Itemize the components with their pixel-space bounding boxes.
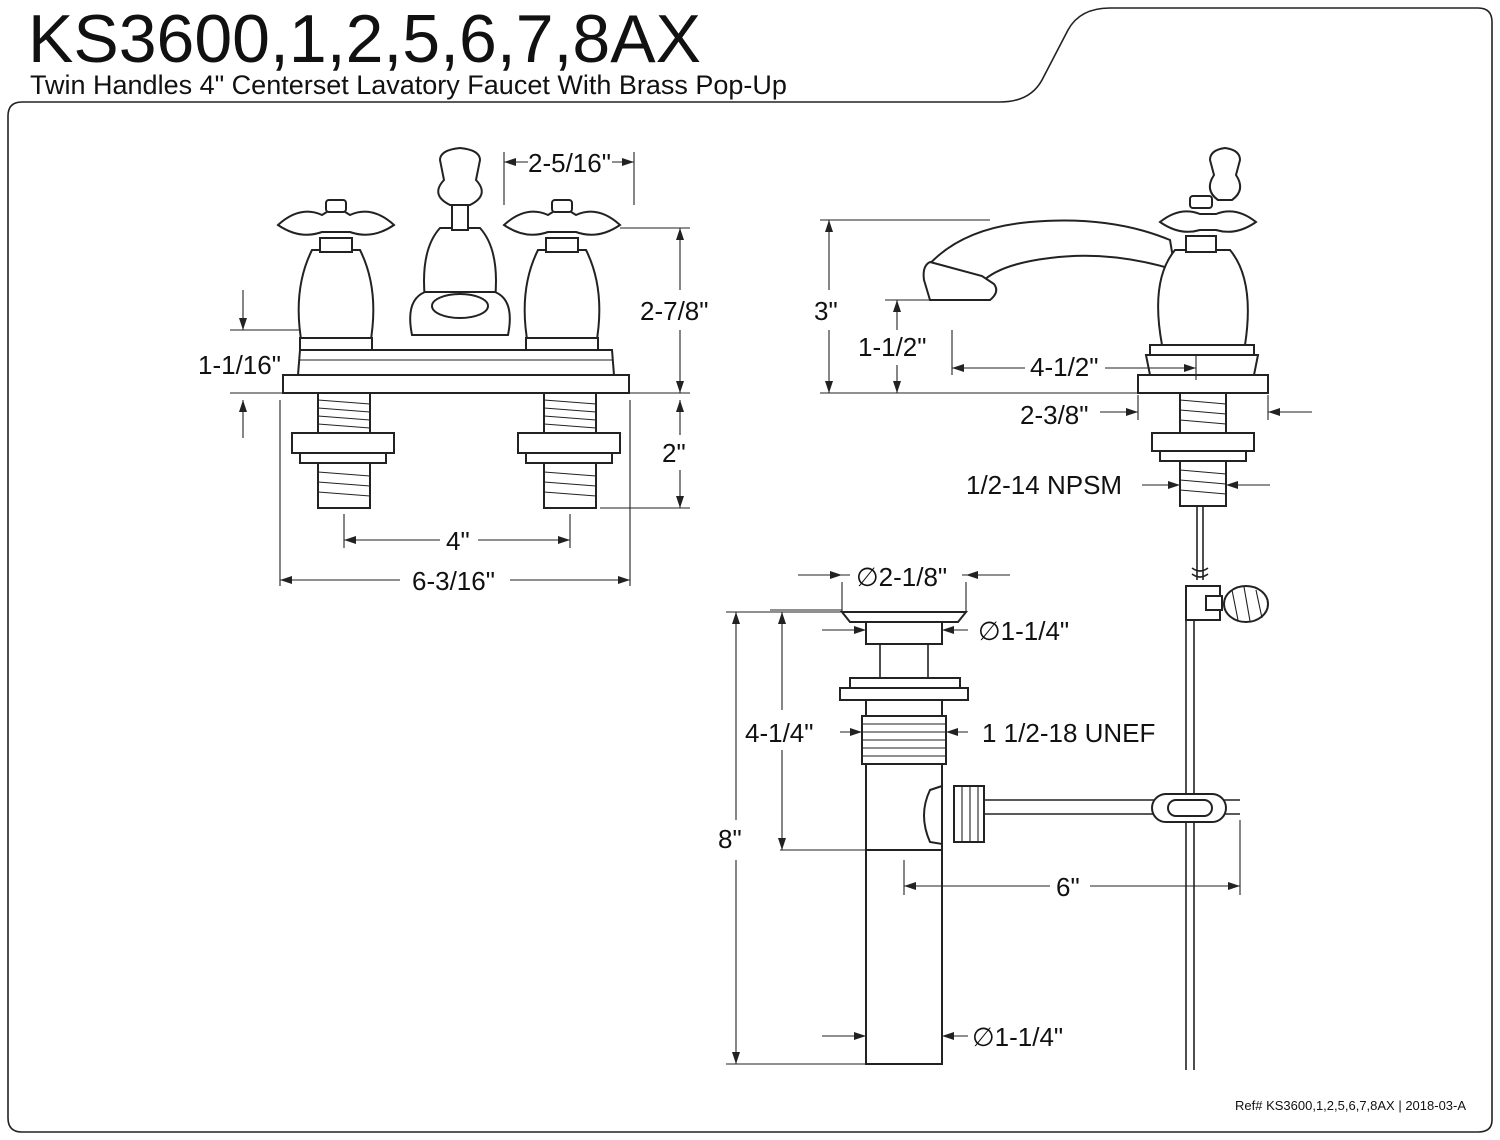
dim-tailpiece-diameter: ∅1-1/4" xyxy=(972,1022,1063,1052)
side-view-arrowheads xyxy=(825,220,1280,489)
dim-spout-reach: 4-1/2" xyxy=(1030,352,1099,382)
dim-stopper-diameter: ∅1-1/4" xyxy=(978,616,1069,646)
dim-spout-height: 1-1/2" xyxy=(858,332,927,362)
faucet-side-view xyxy=(922,146,1269,1070)
drain-arrowheads xyxy=(732,571,1240,1064)
reference-footer: Ref# KS3600,1,2,5,6,7,8AX | 2018-03-A xyxy=(1235,1098,1466,1113)
dim-inlet-thread: 1/2-14 NPSM xyxy=(966,470,1122,500)
dim-spout-width: 2-5/16" xyxy=(528,148,611,178)
dim-base-diameter: 2-3/8" xyxy=(1020,400,1089,430)
dim-overall-width: 6-3/16" xyxy=(412,566,495,596)
dim-center-spread: 4" xyxy=(446,526,470,556)
dim-shank-length: 2" xyxy=(662,438,686,468)
dim-drain-body-height: 4-1/4" xyxy=(745,718,814,748)
dim-flange-diameter: ∅2-1/8" xyxy=(856,562,947,592)
dim-pivot-rod-length: 6" xyxy=(1056,872,1080,902)
dim-drain-thread: 1 1/2-18 UNEF xyxy=(982,718,1155,748)
model-title: KS3600,1,2,5,6,7,8AX xyxy=(28,1,701,77)
front-view-arrowheads xyxy=(239,158,684,584)
dim-body-height: 2-7/8" xyxy=(640,296,709,326)
front-view-dimension-lines xyxy=(230,152,690,586)
pop-up-drain-assembly xyxy=(839,611,1240,1065)
faucet-front-view xyxy=(276,146,630,509)
product-subtitle: Twin Handles 4" Centerset Lavatory Fauce… xyxy=(30,70,787,100)
dim-base-height: 1-1/16" xyxy=(198,350,281,380)
dim-side-overall-height: 3" xyxy=(814,296,838,326)
drain-dimension-lines xyxy=(726,574,1241,1065)
drawing-frame xyxy=(7,7,1493,1133)
dim-drain-overall-height: 8" xyxy=(718,824,742,854)
